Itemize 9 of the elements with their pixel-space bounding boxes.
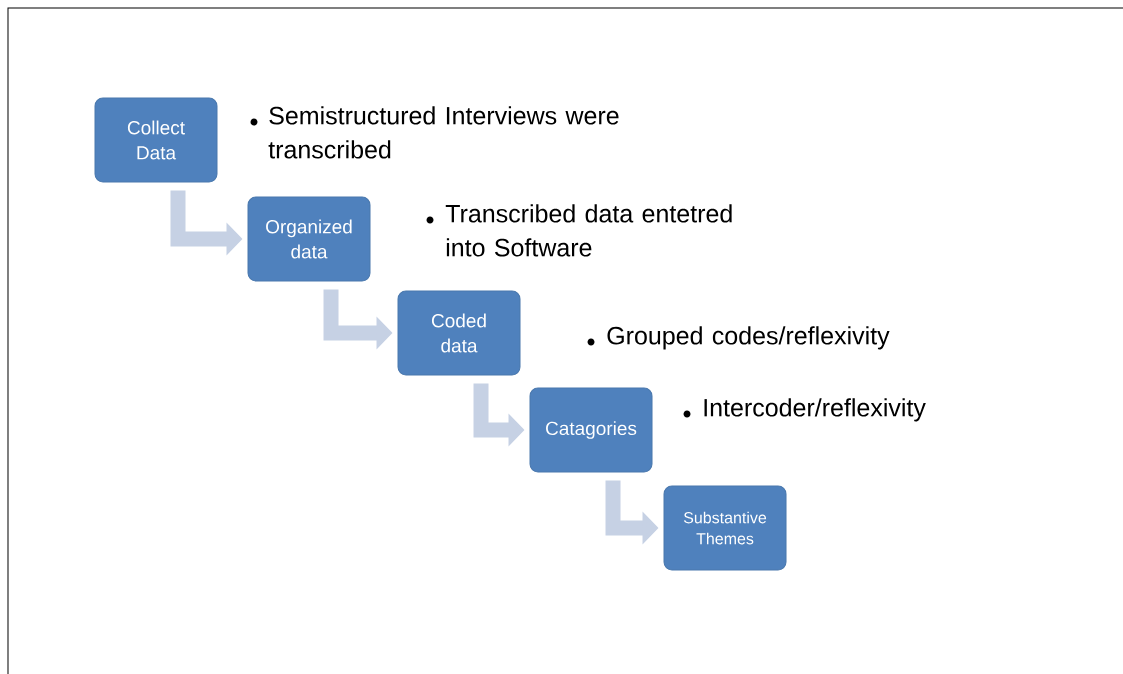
process-box: Collect Data	[94, 97, 218, 183]
process-box: Substantive Themes	[663, 485, 787, 571]
bullet-text: Grouped codes/reflexivity	[607, 326, 890, 350]
process-box: Catagories	[529, 387, 653, 473]
bullet-text: Intercoder/reflexivity	[704, 398, 926, 422]
bullet-text: Semistructured Interviews were transcribed	[268, 106, 619, 159]
process-box: Organized data	[247, 196, 371, 282]
bullet-text: Transcribed data entetred into Software	[445, 204, 732, 257]
process-box: Coded data	[397, 290, 521, 376]
